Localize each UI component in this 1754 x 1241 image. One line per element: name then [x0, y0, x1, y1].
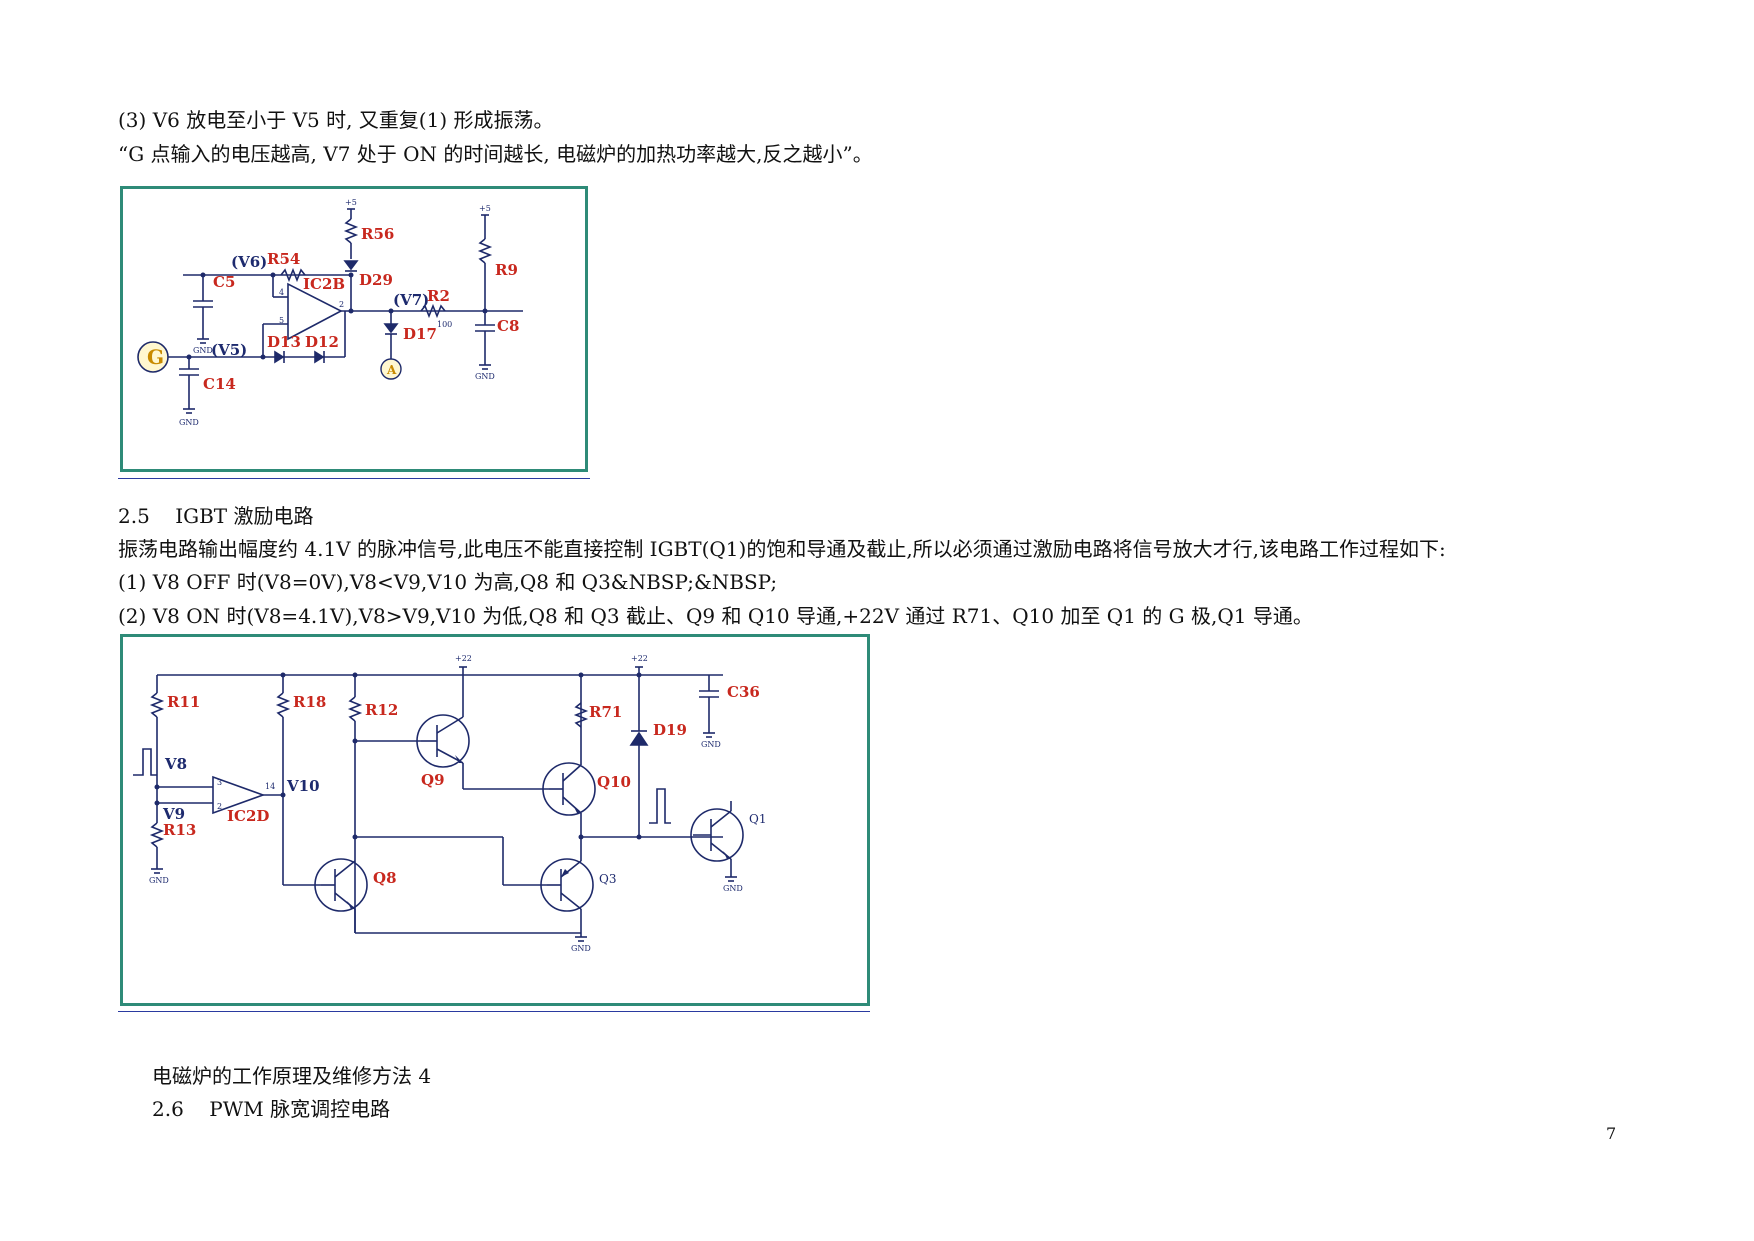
label-plus22-a: +22 — [455, 654, 472, 663]
label-q3: Q3 — [599, 872, 616, 886]
igbt-driver-circuit-figure: R11 R18 R12 R71 D19 C36 +22 +22 V8 V9 R1… — [120, 634, 870, 1006]
label-plus22-b: +22 — [631, 654, 648, 663]
figure1-underline — [118, 478, 590, 479]
label-pin14: 14 — [265, 782, 275, 791]
label-gnd-c: GND — [571, 944, 591, 953]
page-number: 7 — [1606, 1124, 1617, 1143]
label-q9: Q9 — [421, 771, 445, 789]
label-v6: (V6) — [231, 253, 267, 271]
label-v5: (V5) — [211, 341, 247, 359]
label-r54: R54 — [267, 250, 300, 268]
label-plus5-a: +5 — [345, 198, 357, 207]
label-c8: C8 — [497, 317, 519, 335]
paragraph-oscillator-output: 振荡电路输出幅度约 4.1V 的脉冲信号,此电压不能直接控制 IGBT(Q1)的… — [118, 537, 1446, 561]
label-c36: C36 — [727, 683, 760, 701]
label-v8: V8 — [164, 755, 187, 773]
label-q10: Q10 — [597, 773, 631, 791]
label-ic2b: IC2B — [303, 275, 345, 293]
label-r12: R12 — [365, 701, 398, 719]
label-gnd-b: GND — [701, 740, 721, 749]
label-gnd-a: GND — [149, 876, 169, 885]
a-node-circle — [380, 358, 402, 380]
label-r18: R18 — [293, 693, 326, 711]
label-r11: R11 — [167, 693, 200, 711]
label-c14: C14 — [203, 375, 236, 393]
label-gnd-d: GND — [723, 884, 743, 893]
label-d17: D17 — [403, 325, 437, 343]
label-v10: V10 — [286, 777, 320, 795]
label-d29: D29 — [359, 271, 393, 289]
heading-pwm-circuit: 2.6 PWM 脉宽调控电路 — [152, 1097, 391, 1121]
paragraph-v8-off: (1) V8 OFF 时(V8=0V),V8<V9,V10 为高,Q8 和 Q3… — [118, 570, 778, 594]
label-r56: R56 — [361, 225, 394, 243]
figure2-underline — [118, 1011, 870, 1012]
label-ic2d: IC2D — [227, 807, 269, 825]
paragraph-v8-on: (2) V8 ON 时(V8=4.1V),V8>V9,V10 为低,Q8 和 Q… — [118, 604, 1313, 628]
label-d19: D19 — [653, 721, 687, 739]
label-pin2: 2 — [217, 802, 222, 811]
label-gnd-3: GND — [475, 372, 495, 381]
label-pin2: 2 — [339, 300, 344, 309]
label-pin4: 4 — [279, 288, 284, 297]
label-pin5: 5 — [279, 316, 284, 325]
label-q8: Q8 — [373, 869, 397, 887]
label-q1: Q1 — [749, 812, 766, 826]
label-a: A — [386, 363, 397, 377]
heading-igbt-driver: 2.5 IGBT 激励电路 — [118, 504, 314, 528]
label-r2: R2 — [427, 287, 450, 305]
paragraph-g-voltage: “G 点输入的电压越高, V7 处于 ON 的时间越长, 电磁炉的加热功率越大,… — [118, 142, 873, 166]
label-r13: R13 — [163, 821, 196, 839]
label-r9: R9 — [495, 261, 518, 279]
label-r2-value: 100 — [437, 320, 452, 329]
label-d12: D12 — [305, 333, 339, 351]
label-plus5-b: +5 — [479, 204, 491, 213]
label-g: G — [147, 345, 164, 369]
label-c5: C5 — [213, 273, 235, 291]
footer-book-title: 电磁炉的工作原理及维修方法 4 — [152, 1064, 432, 1088]
paragraph-v6-discharge: (3) V6 放电至小于 V5 时, 又重复(1) 形成振荡。 — [118, 108, 554, 132]
label-gnd-1: GND — [193, 346, 213, 355]
g-node-circle — [137, 341, 169, 373]
label-r71: R71 — [589, 703, 622, 721]
oscillator-circuit-figure: G A (V6) R54 C5 IC2B D29 R56 +5 +5 R9 (V… — [120, 186, 588, 472]
label-d13: D13 — [267, 333, 301, 351]
label-gnd-2: GND — [179, 418, 199, 427]
label-v9: V9 — [162, 805, 185, 823]
label-v7: (V7) — [393, 291, 429, 309]
label-pin3: 3 — [217, 778, 222, 787]
